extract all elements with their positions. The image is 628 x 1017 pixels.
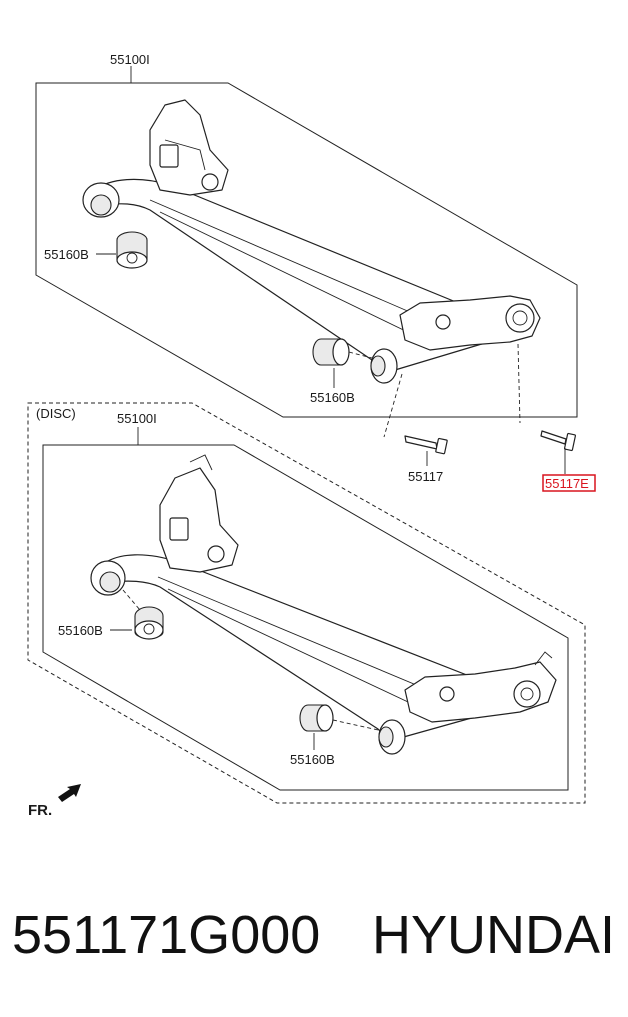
top-bushing-left[interactable] bbox=[116, 231, 148, 269]
caption-part-number: 551171G000 bbox=[12, 905, 321, 965]
bottom-right-beam-bushing[interactable] bbox=[378, 719, 406, 755]
label-bolt-left[interactable]: 55117 bbox=[408, 469, 443, 484]
label-top-assembly[interactable]: 55100I bbox=[110, 52, 150, 67]
product-caption: 551171G000 HYUNDAI bbox=[0, 900, 628, 980]
label-bottom-bushing-left[interactable]: 55160B bbox=[58, 623, 103, 638]
label-top-bushing-right[interactable]: 55160B bbox=[310, 390, 355, 405]
highlight-box bbox=[542, 474, 596, 492]
top-assembly-frame bbox=[35, 82, 578, 418]
top-torsion-beam[interactable] bbox=[94, 99, 541, 371]
label-bottom-bushing-right[interactable]: 55160B bbox=[290, 752, 335, 767]
bolt-55117E[interactable] bbox=[540, 430, 576, 452]
bottom-torsion-beam[interactable] bbox=[101, 454, 557, 740]
front-direction-arrow-icon bbox=[58, 784, 81, 802]
label-bottom-assembly[interactable]: 55100I bbox=[117, 411, 157, 426]
bottom-assembly-frame bbox=[42, 444, 569, 791]
bolt-55117[interactable] bbox=[404, 435, 448, 455]
bottom-bushing-left[interactable] bbox=[134, 606, 164, 640]
front-indicator: FR. bbox=[28, 784, 81, 819]
bottom-bushing-right[interactable] bbox=[299, 704, 334, 732]
top-left-beam-bushing[interactable] bbox=[82, 182, 120, 218]
label-bolt-right-highlighted[interactable]: 55117E bbox=[545, 476, 589, 491]
label-front-indicator: FR. bbox=[28, 802, 52, 819]
caption-brand: HYUNDAI bbox=[372, 905, 616, 965]
parts-diagram: 55100I 55160B 55160B bbox=[27, 52, 596, 819]
top-bushing-right[interactable] bbox=[312, 338, 350, 366]
label-disc-variant[interactable]: (DISC) bbox=[36, 406, 76, 421]
bottom-left-beam-bushing[interactable] bbox=[90, 560, 126, 596]
label-top-bushing-left[interactable]: 55160B bbox=[44, 247, 89, 262]
top-right-beam-bushing[interactable] bbox=[370, 348, 398, 384]
disc-variant-frame bbox=[27, 402, 586, 804]
